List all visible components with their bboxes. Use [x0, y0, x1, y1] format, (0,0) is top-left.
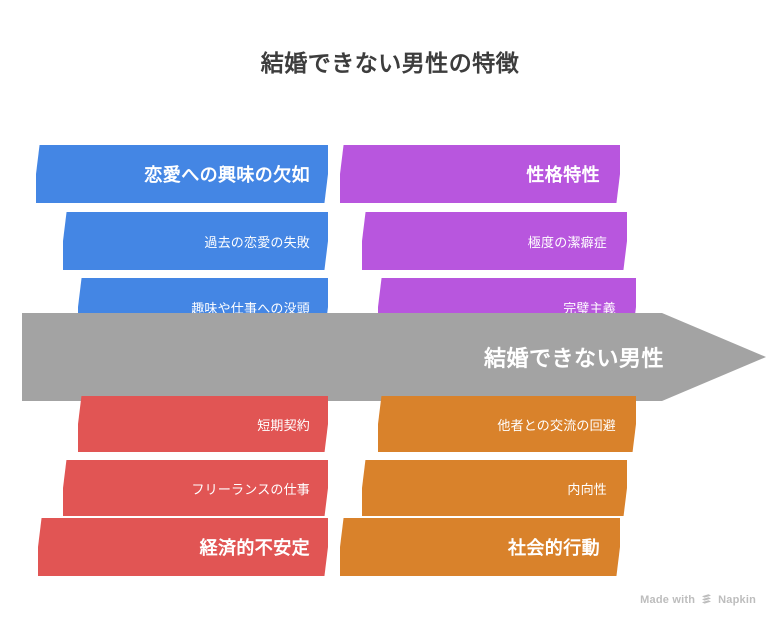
bar-label: 短期契約 — [257, 417, 310, 433]
page-title: 結婚できない男性の特徴 — [260, 50, 520, 76]
group-personality-traits-item-0[interactable]: 極度の潔癖症 — [362, 212, 627, 270]
group-lack-of-romantic-interest-item-1[interactable]: 趣味や仕事への没頭 — [78, 278, 328, 336]
group-lack-of-romantic-interest-header[interactable]: 恋愛への興味の欠如 — [36, 145, 328, 203]
bar-label: 過去の恋愛の失敗 — [204, 234, 310, 250]
bar-label: 完璧主義 — [563, 300, 616, 316]
group-lack-of-romantic-interest-item-0[interactable]: 過去の恋愛の失敗 — [63, 212, 328, 270]
group-personality-traits-header[interactable]: 性格特性 — [340, 145, 620, 203]
group-social-behavior-header[interactable]: 社会的行動 — [340, 518, 620, 576]
bar-label: 内向性 — [567, 481, 607, 497]
bar-label: 性格特性 — [526, 165, 600, 185]
watermark-brand-label: Napkin — [718, 593, 756, 606]
group-social-behavior-item-0[interactable]: 他者との交流の回避 — [378, 396, 636, 452]
bar-label: 極度の潔癖症 — [527, 234, 607, 250]
napkin-chevron-logo-icon — [700, 593, 713, 606]
group-financial-instability-item-1[interactable]: フリーランスの仕事 — [63, 460, 328, 516]
bar-label: 経済的不安定 — [199, 538, 310, 558]
napkin-watermark[interactable]: Made with Napkin — [640, 593, 756, 606]
watermark-made-with-label: Made with — [640, 593, 696, 606]
group-personality-traits-item-1[interactable]: 完璧主義 — [378, 278, 636, 336]
group-financial-instability-header[interactable]: 経済的不安定 — [38, 518, 328, 576]
group-social-behavior-item-1[interactable]: 内向性 — [362, 460, 627, 516]
bar-label: 社会的行動 — [508, 538, 600, 558]
bar-label: 恋愛への興味の欠如 — [144, 165, 310, 185]
group-financial-instability-item-0[interactable]: 短期契約 — [78, 396, 328, 452]
central-arrow — [22, 313, 766, 401]
bar-label: 趣味や仕事への没頭 — [191, 300, 310, 316]
bar-label: フリーランスの仕事 — [191, 481, 310, 497]
bar-label: 他者との交流の回避 — [497, 417, 616, 433]
